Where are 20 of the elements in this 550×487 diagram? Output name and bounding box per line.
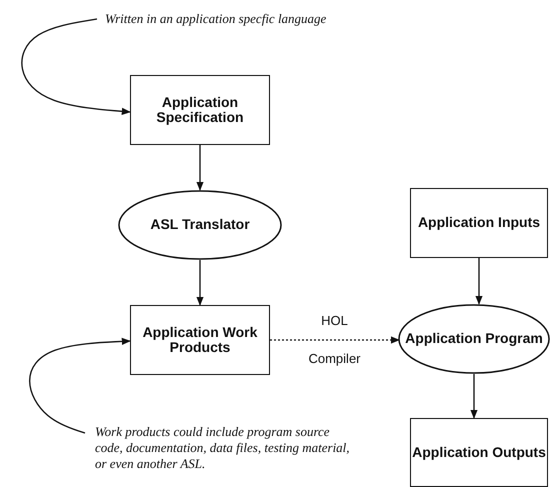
- note-text: Written in an application specfic language: [105, 11, 326, 27]
- arrow: [475, 258, 483, 305]
- curved-arrow: [29, 338, 131, 434]
- note-text: Work products could include program source code, documentation, data files, testing material, or even another ASL.: [95, 424, 351, 472]
- node-label: Application Program: [405, 331, 543, 347]
- arrow: [196, 260, 204, 306]
- edge-label: HOL Compiler: [307, 312, 362, 368]
- process-box: [410, 188, 548, 258]
- process-box: [130, 75, 270, 145]
- node-label: Application Specification: [155, 94, 245, 126]
- process-box: [130, 305, 270, 375]
- arrow: [196, 145, 204, 191]
- node-label: Application Work Products: [142, 324, 258, 356]
- process-box: [410, 418, 548, 487]
- node-label: Application Outputs: [412, 444, 546, 460]
- node-label: ASL Translator: [150, 217, 250, 233]
- node-label: Application Inputs: [418, 215, 540, 231]
- arrow: [270, 336, 400, 344]
- arrow: [470, 374, 478, 419]
- curved-arrow: [21, 18, 131, 115]
